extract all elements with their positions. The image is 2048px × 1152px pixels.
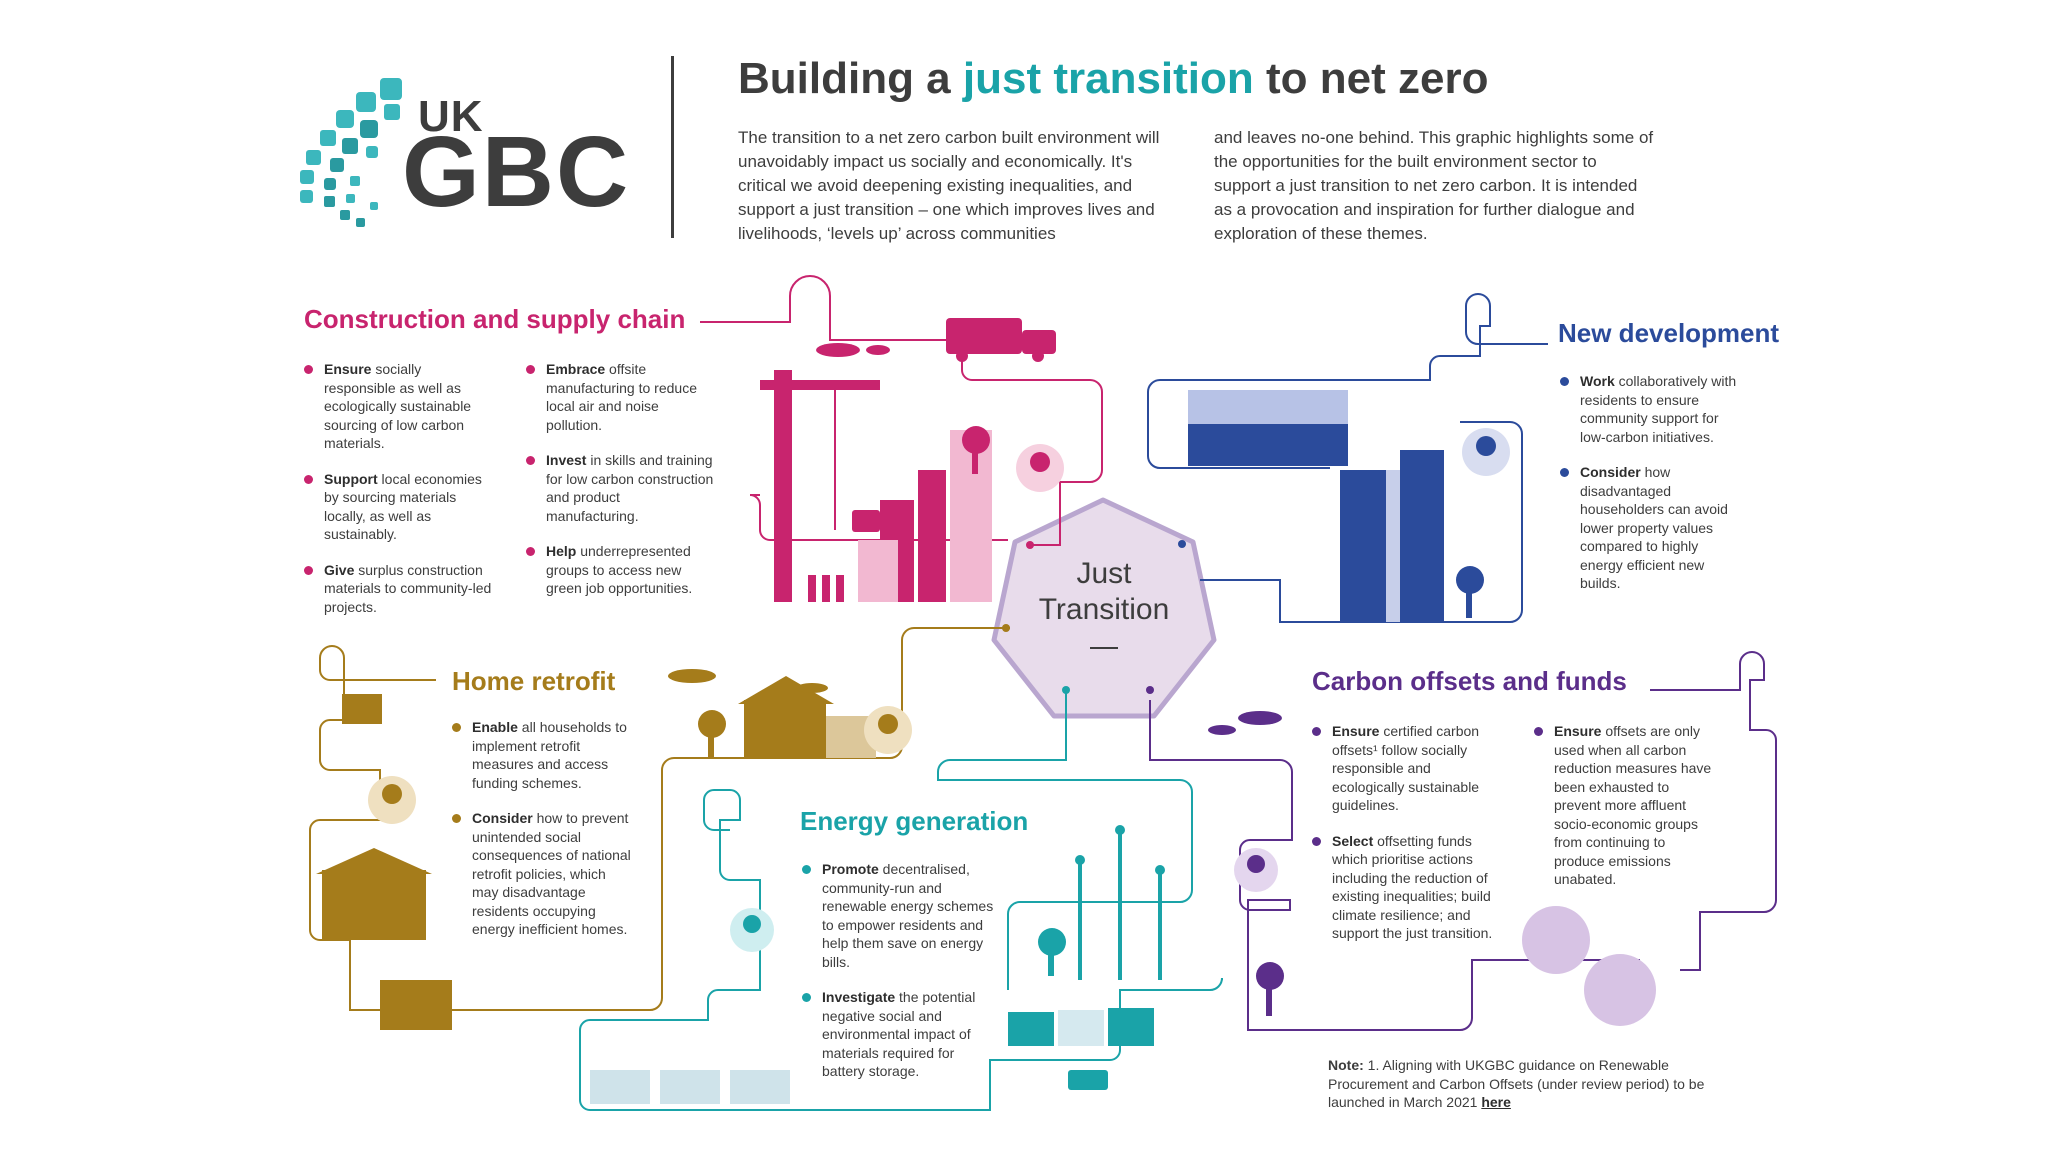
energy-generation-list: Promote decentralised, community-run and… xyxy=(802,860,996,1098)
list-item: Select offsetting funds which prioritise… xyxy=(1312,832,1500,943)
center-line1: Just xyxy=(1076,557,1132,590)
list-item: Help underrepresented groups to access n… xyxy=(526,542,714,598)
list-item: Consider how to prevent unintended socia… xyxy=(452,809,634,939)
list-item: Enable all households to implement retro… xyxy=(452,718,634,792)
connection-nodes xyxy=(1002,540,1186,694)
logo-gbc-text: GBC xyxy=(402,116,631,228)
list-item: Work collaboratively with residents to e… xyxy=(1560,372,1740,446)
construction-list-1: Ensure socially responsible as well as e… xyxy=(304,360,492,633)
energy-generation-title: Energy generation xyxy=(800,806,1029,836)
list-item: Ensure offsets are only used when all ca… xyxy=(1534,722,1712,889)
center-line2: Transition xyxy=(1038,593,1170,626)
just-transition-label: Just Transition xyxy=(1014,556,1194,628)
intro-left: The transition to a net zero carbon buil… xyxy=(738,128,1160,243)
new-development-title: New development xyxy=(1558,318,1780,348)
list-item: Investigate the potential negative socia… xyxy=(802,988,996,1081)
list-item: Support local economies by sourcing mate… xyxy=(304,470,492,544)
list-item: Give surplus construction materials to c… xyxy=(304,561,492,617)
note-text: 1. Aligning with UKGBC guidance on Renew… xyxy=(1328,1057,1705,1110)
construction-title: Construction and supply chain xyxy=(304,304,686,334)
here-link[interactable]: here xyxy=(1481,1094,1511,1110)
home-retrofit-illustration xyxy=(309,627,1010,1011)
new-development-buildings xyxy=(1188,390,1510,622)
new-development-list: Work collaboratively with residents to e… xyxy=(1560,372,1740,610)
center-heptagon xyxy=(991,497,1217,719)
home-retrofit-list: Enable all households to implement retro… xyxy=(452,718,634,956)
construction-buildings xyxy=(760,318,1064,602)
home-retrofit-drawings xyxy=(316,669,912,1030)
logo-mosaic xyxy=(300,78,402,227)
footnote: Note: 1. Aligning with UKGBC guidance on… xyxy=(1328,1056,1728,1112)
carbon-offsets-illustration xyxy=(1149,651,1777,1031)
note-label: Note: xyxy=(1328,1057,1364,1073)
energy-illustration xyxy=(579,690,1223,1111)
carbon-offsets-list-2: Ensure offsets are only used when all ca… xyxy=(1534,722,1712,906)
construction-list-2: Embrace offsite manufacturing to reduce … xyxy=(526,360,714,615)
list-item: Ensure socially responsible as well as e… xyxy=(304,360,492,453)
list-item: Invest in skills and training for low ca… xyxy=(526,451,714,525)
page-title: Building a just transition to net zero xyxy=(738,54,1488,104)
list-item: Promote decentralised, community-run and… xyxy=(802,860,996,971)
list-item: Consider how disadvantaged householders … xyxy=(1560,463,1740,593)
intro-right: and leaves no-one behind. This graphic h… xyxy=(1214,128,1654,243)
title-post: to net zero xyxy=(1253,54,1489,103)
carbon-offsets-list-1: Ensure certified carbon offsets¹ follow … xyxy=(1312,722,1500,960)
carbon-offsets-title: Carbon offsets and funds xyxy=(1312,666,1627,696)
title-highlight: just transition xyxy=(962,54,1254,103)
list-item: Ensure certified carbon offsets¹ follow … xyxy=(1312,722,1500,815)
header-divider xyxy=(671,56,674,238)
new-development-illustration xyxy=(1147,293,1548,623)
carbon-offsets-drawings xyxy=(1208,711,1656,1026)
title-pre: Building a xyxy=(738,54,963,103)
logo-uk-text: UK xyxy=(418,92,484,141)
list-item: Embrace offsite manufacturing to reduce … xyxy=(526,360,714,434)
energy-drawings xyxy=(590,825,1165,1104)
home-retrofit-title: Home retrofit xyxy=(452,666,616,696)
